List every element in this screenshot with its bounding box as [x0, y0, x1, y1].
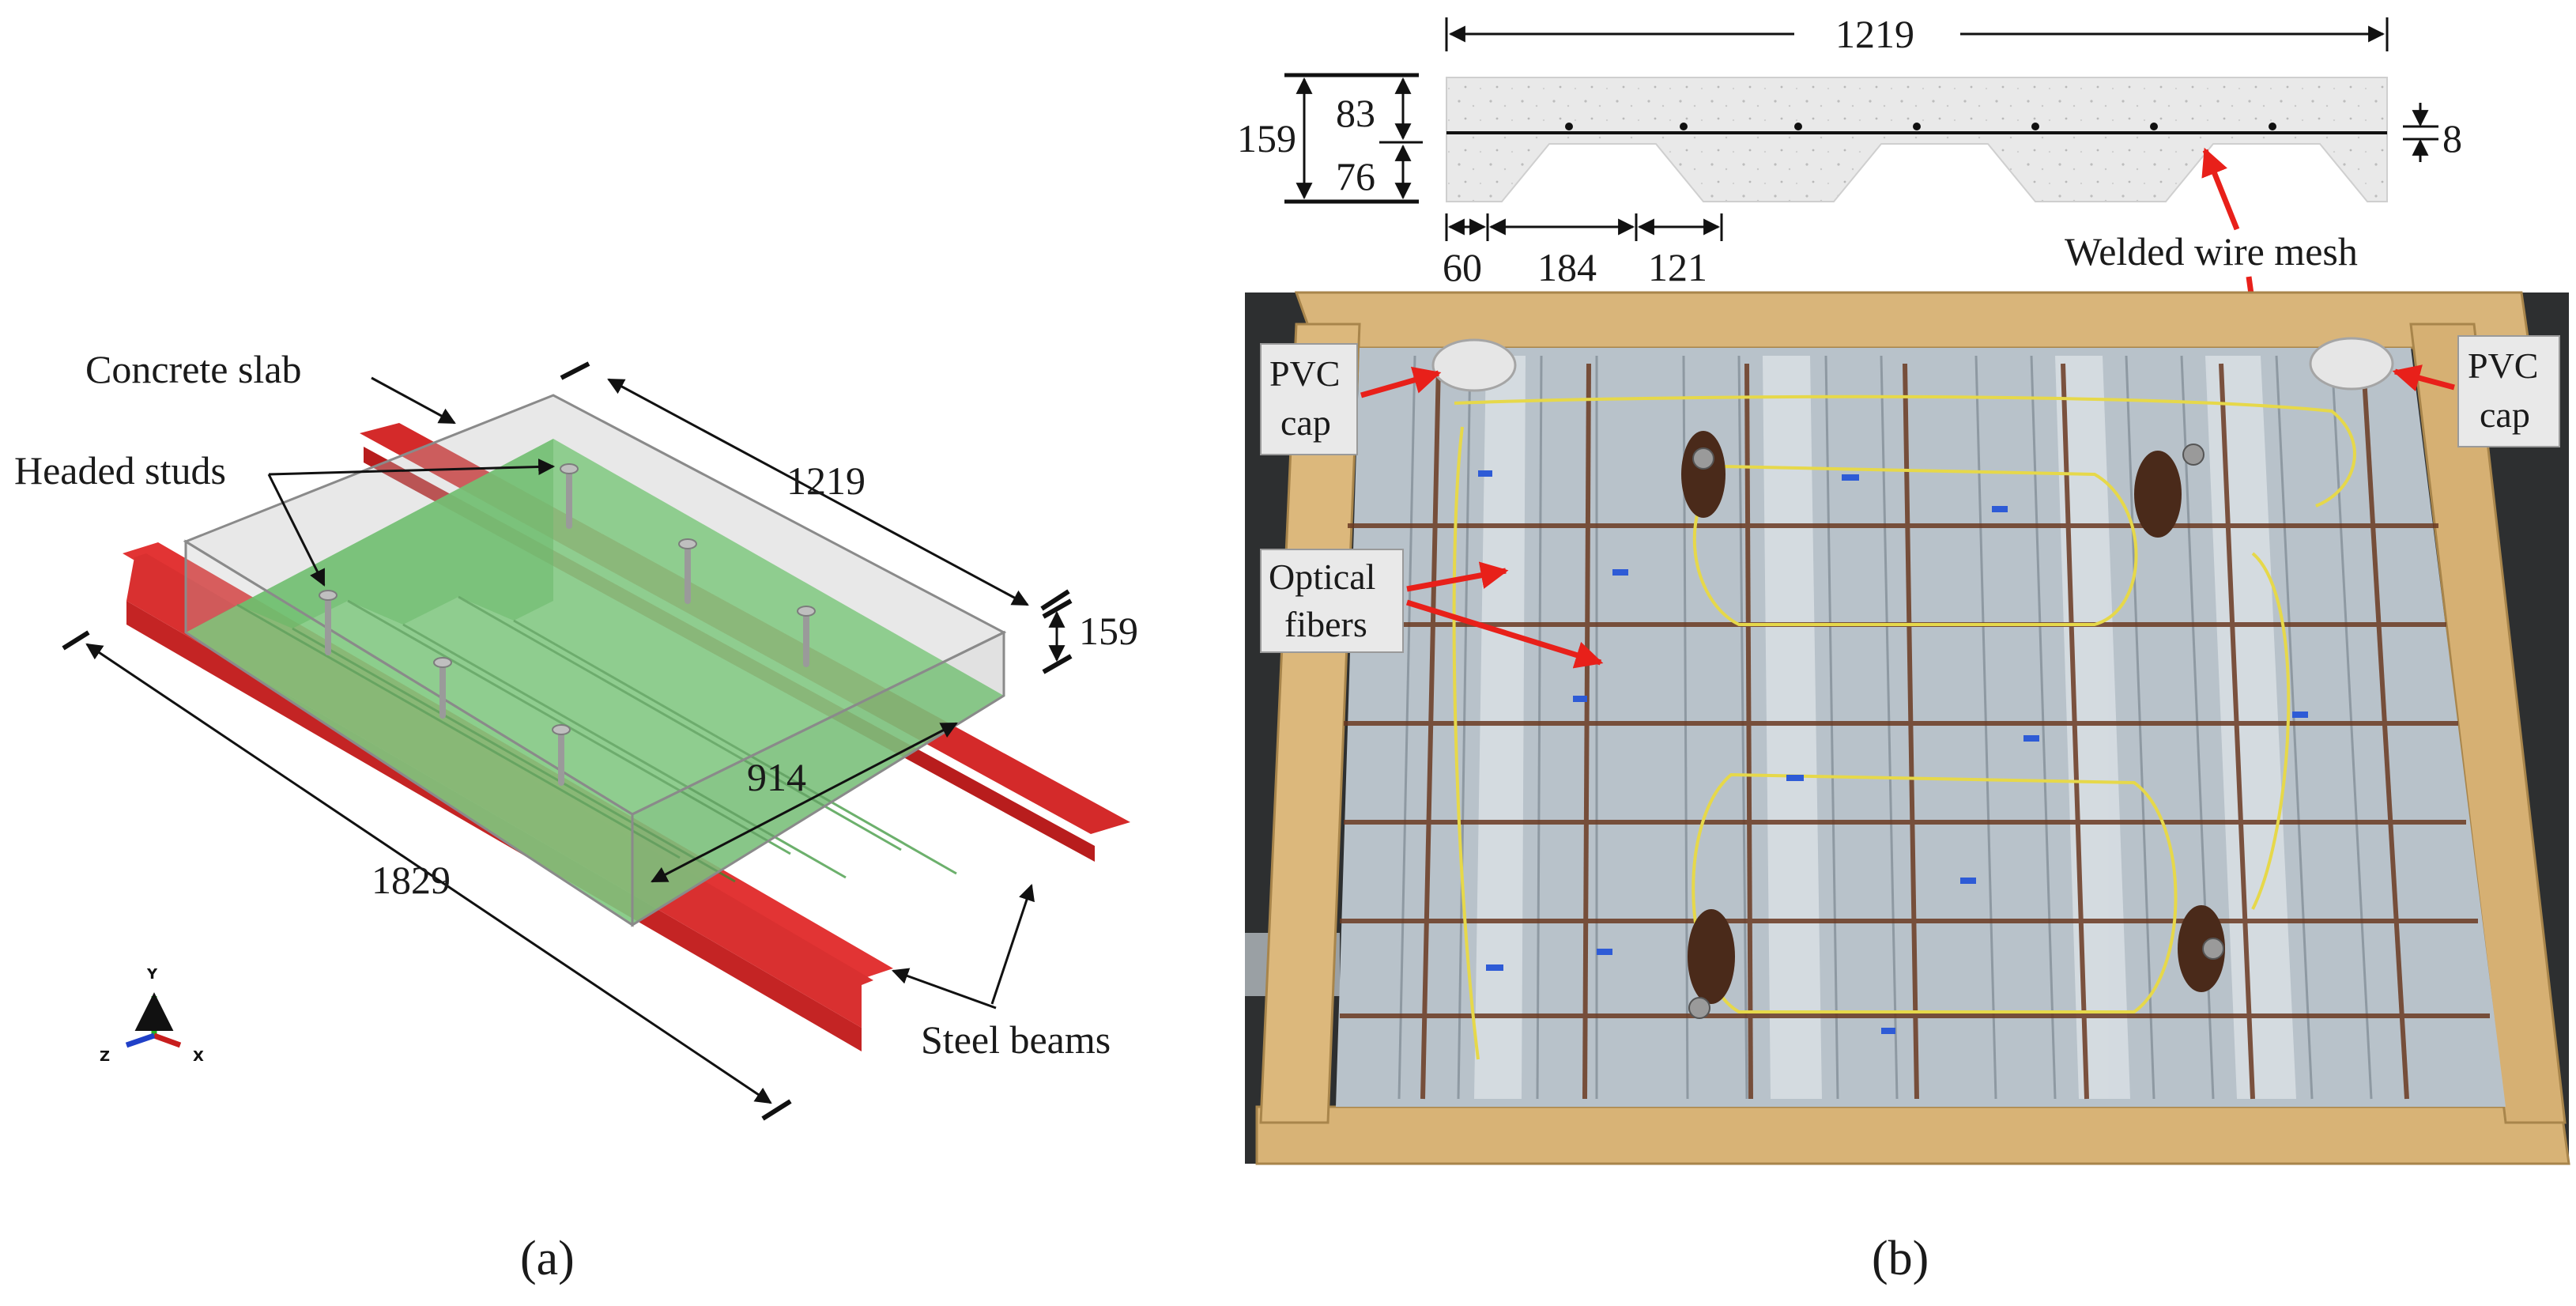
pvc-left-line2: cap	[1280, 402, 1331, 443]
arrow-fibers-2	[1405, 599, 1604, 669]
section-concrete	[1446, 77, 2388, 202]
label-steel-beams: Steel beams	[921, 1017, 1111, 1062]
panel-a-dimensions	[62, 361, 1073, 1121]
dim-section-width: 1219	[1835, 12, 1914, 56]
dim-section-cover: 8	[2442, 116, 2462, 160]
pvc-left-line1: PVC	[1269, 353, 1340, 394]
arrow-pvc-left	[1360, 366, 1442, 398]
panel-a-model	[123, 394, 1130, 1051]
mesh-wires	[1565, 123, 2276, 130]
dim-section-rib: 76	[1336, 154, 1375, 198]
pvc-right-line1: PVC	[2468, 345, 2538, 386]
fibers-line2: fibers	[1284, 604, 1367, 644]
dim-section-top: 83	[1336, 91, 1375, 135]
section-dimensions	[1284, 17, 2438, 241]
specimen-photo	[1245, 291, 2570, 1165]
label-headed-studs: Headed studs	[14, 448, 226, 493]
arrow-fibers-1	[1406, 561, 1509, 592]
panel-a-leaders	[267, 376, 1035, 1010]
callout-pvc-left: PVC cap	[1260, 343, 1358, 455]
concrete-slab	[183, 394, 1007, 927]
dim-section-c: 121	[1648, 245, 1707, 289]
dim-length: 1829	[372, 858, 451, 902]
pvc-cap-right	[2309, 337, 2394, 391]
pvc-right-line2: cap	[2480, 394, 2530, 435]
pvc-cap-left	[1431, 338, 1517, 392]
axis-x-label: X	[193, 1048, 204, 1065]
axis-z-label: Z	[100, 1048, 110, 1065]
fibers-line1: Optical	[1269, 557, 1375, 597]
section-drawing	[1446, 77, 2388, 202]
arrow-mesh-section	[2201, 147, 2240, 231]
axis-triad-icon: Y Z X	[100, 966, 204, 1065]
arrow-pvc-right	[2392, 364, 2455, 392]
dim-beam-spacing: 914	[747, 755, 806, 799]
dim-depth: 159	[1079, 609, 1138, 653]
axis-y-label: Y	[146, 966, 158, 983]
callout-optical-fibers: Optical fibers	[1260, 549, 1404, 653]
dim-section-a: 60	[1443, 245, 1482, 289]
callout-pvc-right: PVC cap	[2457, 335, 2560, 447]
caption-b: (b)	[1872, 1232, 1929, 1285]
label-concrete-slab: Concrete slab	[85, 347, 302, 391]
dim-section-b: 184	[1537, 245, 1597, 289]
dim-width: 1219	[786, 459, 866, 503]
caption-a: (a)	[520, 1232, 575, 1285]
label-welded-wire-mesh: Welded wire mesh	[2065, 229, 2358, 274]
dim-section-total: 159	[1237, 116, 1296, 160]
